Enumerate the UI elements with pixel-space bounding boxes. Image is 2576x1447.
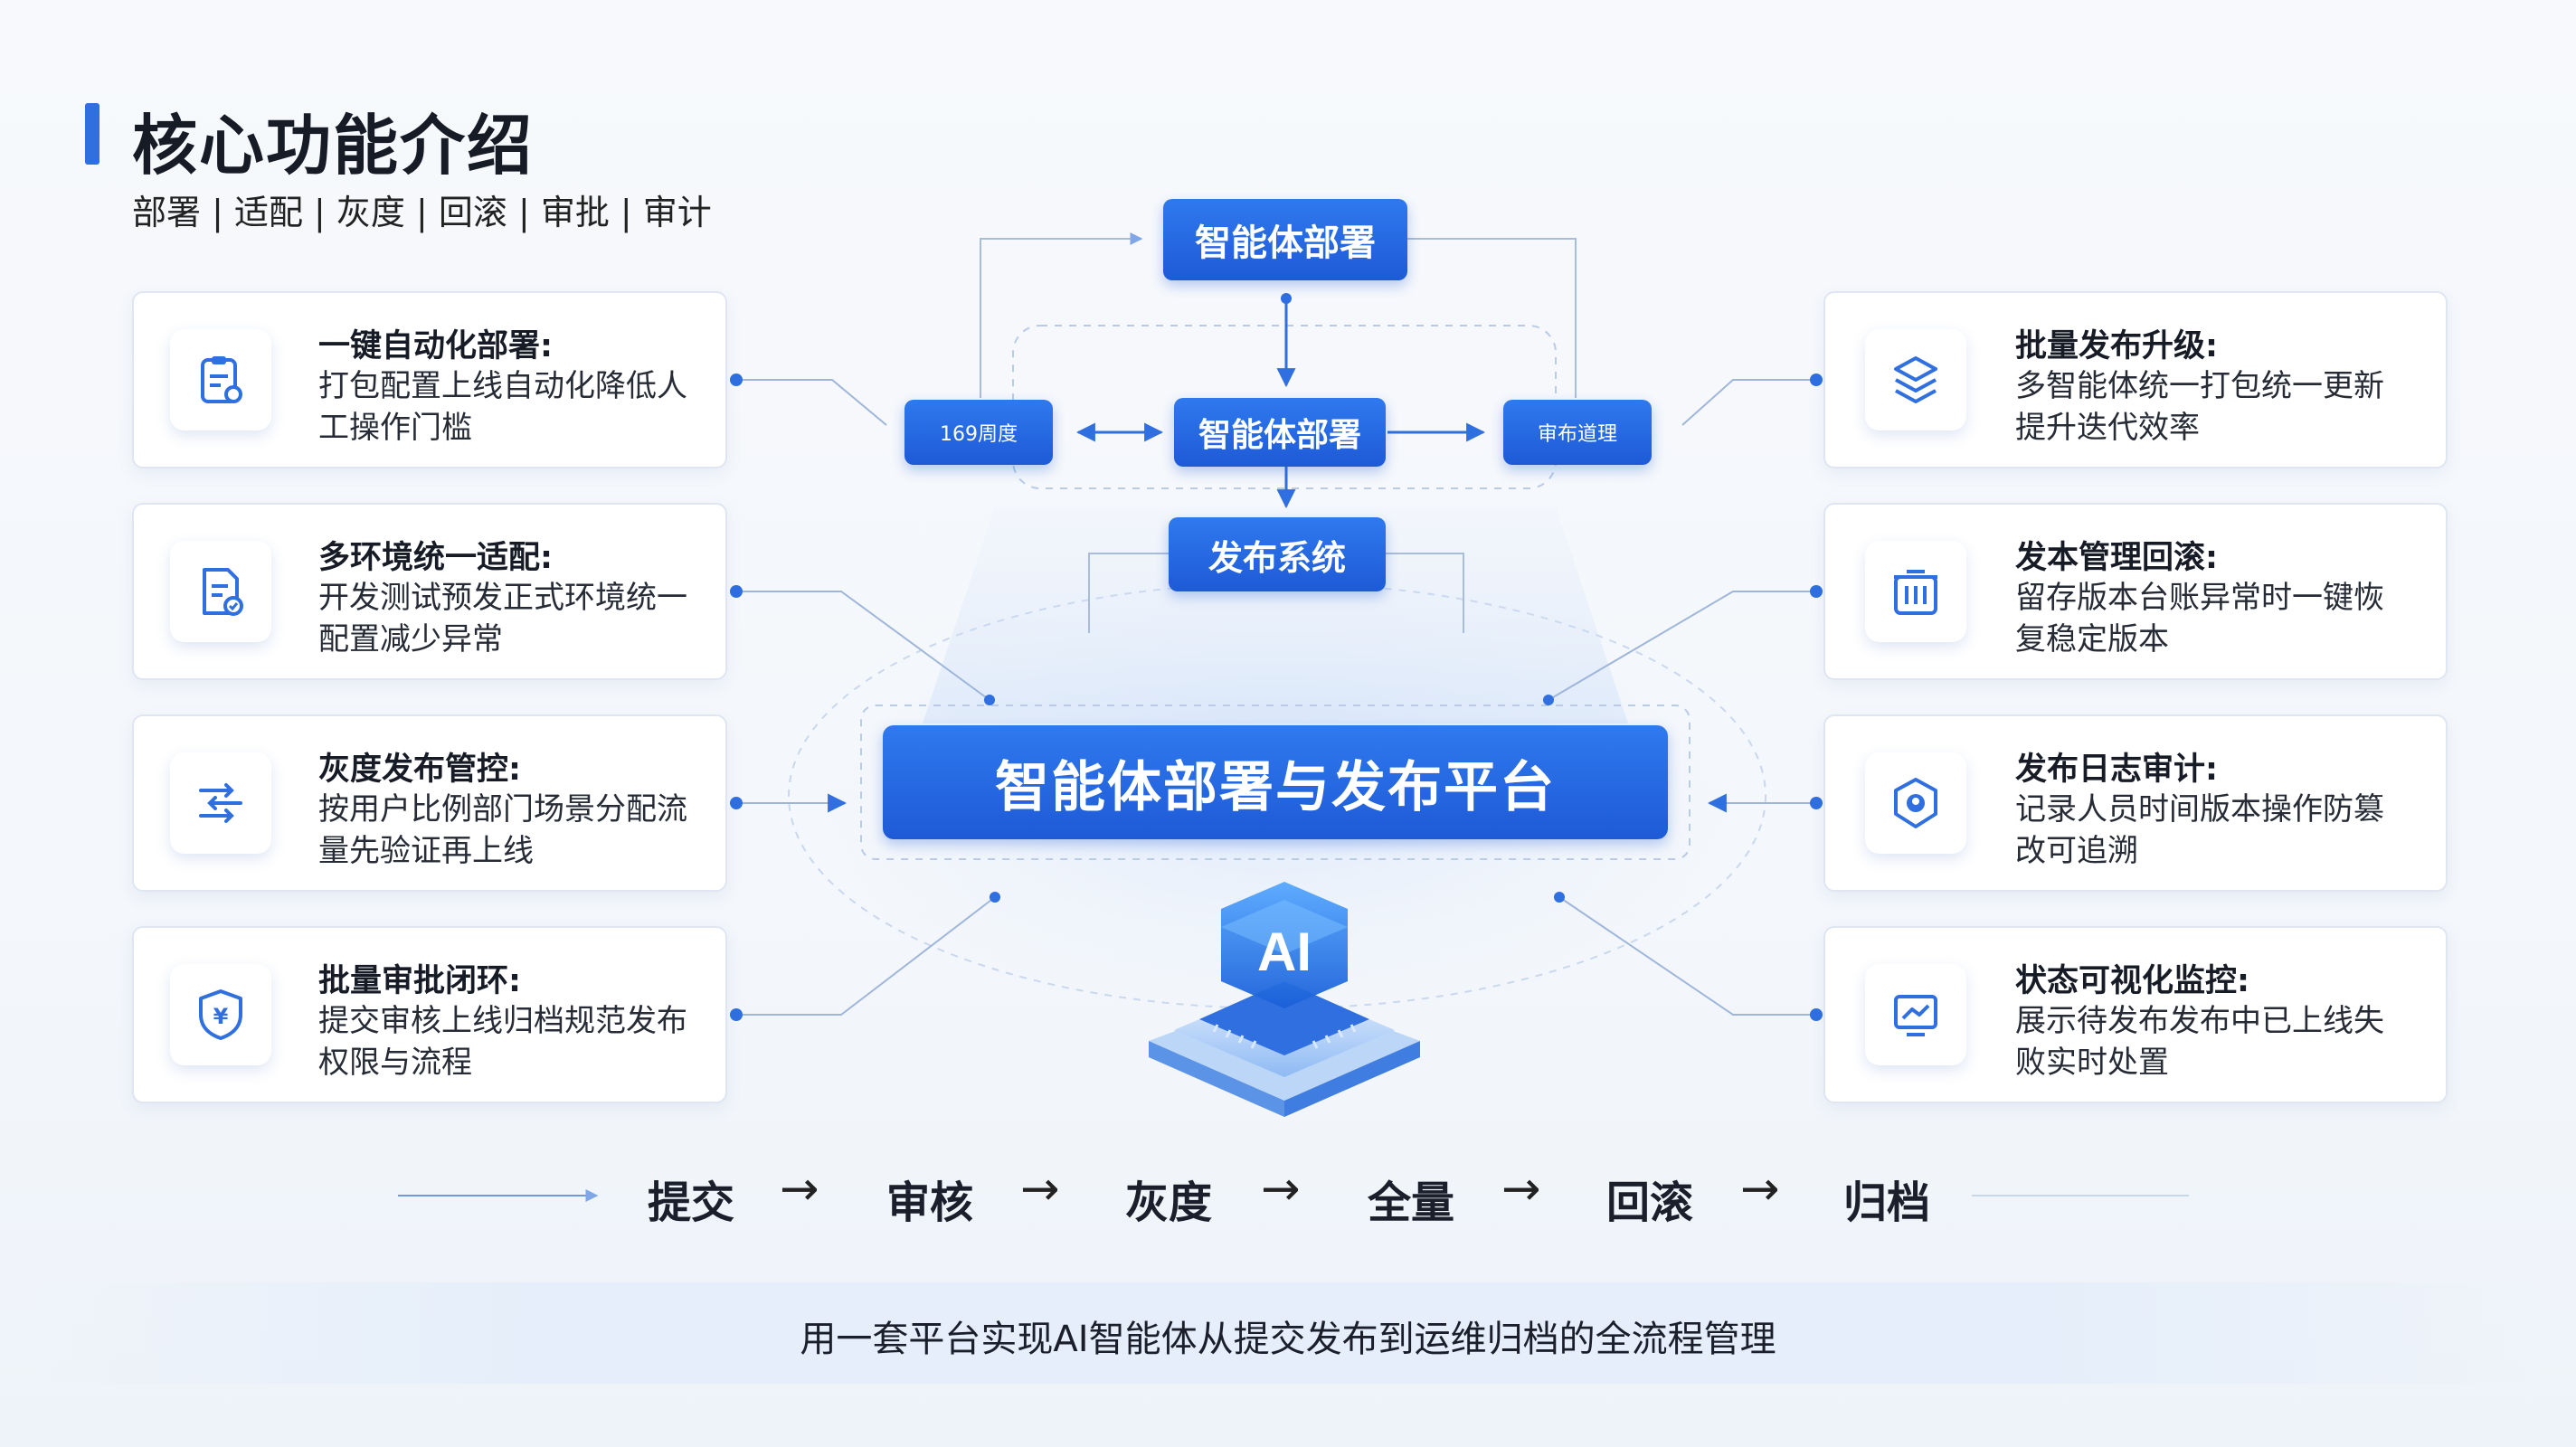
monitor-icon [1865,964,1966,1065]
flow-arrow: → [1740,1162,1780,1216]
flow-step-review: 审核 [886,1177,974,1228]
flow-arrow: → [1501,1162,1541,1216]
ai-chip-icon: AI [1149,882,1420,1117]
document-check-icon [170,541,271,642]
flow-step-archive: 归档 [1843,1177,1931,1228]
title-accent-bar [85,103,99,165]
card-description: 记录人员时间版本操作防篡改可追溯 [2015,791,2384,869]
chip-label: AI [1257,922,1312,982]
card-title: 一键自动化部署: [318,328,553,364]
card-title: 灰度发布管控: [318,752,521,788]
clipboard-icon [170,329,271,430]
footer-banner [36,1282,2540,1384]
card-title: 批量发布升级: [2015,328,2218,364]
top-deploy-node[interactable]: 智能体部署 [1163,199,1407,280]
card-description: 按用户比例部门场景分配流量先验证再上线 [318,791,687,869]
hexagon-icon [1865,752,1966,854]
flow-step-full: 全量 [1368,1177,1455,1228]
page-title: 核心功能介绍 [132,108,535,184]
flow-step-submit: 提交 [648,1177,735,1228]
card-title: 多环境统一适配: [318,540,553,576]
shield-icon: ¥ [170,964,271,1065]
card-description: 提交审核上线归档规范发布权限与流程 [318,1003,687,1081]
card-description: 开发测试预发正式环境统一配置减少异常 [318,580,687,657]
card-title: 批量审批闭环: [318,963,521,999]
feature-card-canary[interactable]: 灰度发布管控: 按用户比例部门场景分配流量先验证再上线 [132,714,727,892]
feature-card-auto-deploy[interactable]: 一键自动化部署: 打包配置上线自动化降低人工操作门槛 [132,291,727,468]
feature-card-audit[interactable]: 发布日志审计: 记录人员时间版本操作防篡改可追溯 [1823,714,2448,892]
flow-arrow: → [780,1162,819,1216]
card-description: 留存版本台账异常时一键恢复稳定版本 [2015,580,2384,657]
card-description: 多智能体统一打包统一更新提升迭代效率 [2015,368,2384,446]
feature-card-env-adapt[interactable]: 多环境统一适配: 开发测试预发正式环境统一配置减少异常 [132,503,727,680]
flow-arrow: → [1020,1162,1060,1216]
card-title: 发本管理回滚: [2015,540,2218,576]
flow-step-canary: 灰度 [1125,1177,1213,1228]
layers-icon [1865,329,1966,430]
footer-text: 用一套平台实现AI智能体从提交发布到运维归档的全流程管理 [800,1319,1776,1360]
feature-card-approval[interactable]: ¥ 批量审批闭环: 提交审核上线归档规范发布权限与流程 [132,926,727,1103]
feature-card-batch-release[interactable]: 批量发布升级: 多智能体统一打包统一更新提升迭代效率 [1823,291,2448,468]
platform-banner[interactable]: 智能体部署与发布平台 [883,725,1668,839]
left-cycle-node[interactable]: 169周度 [904,400,1053,465]
flow-arrow: → [1261,1162,1301,1216]
page-subtitle: 部署 | 适配 | 灰度 | 回滚 | 审批 | 审计 [132,193,712,232]
card-description: 打包配置上线自动化降低人工操作门槛 [318,368,687,446]
card-title: 状态可视化监控: [2015,963,2249,999]
card-description: 展示待发布发布中已上线失败实时处置 [2015,1003,2384,1081]
archive-icon [1865,541,1966,642]
mid-deploy-node[interactable]: 智能体部署 [1174,398,1386,467]
feature-card-monitor[interactable]: 状态可视化监控: 展示待发布发布中已上线失败实时处置 [1823,926,2448,1103]
traffic-split-icon [170,752,271,854]
publish-system-node[interactable]: 发布系统 [1169,517,1386,591]
flow-step-rollback: 回滚 [1606,1177,1694,1228]
feature-card-rollback[interactable]: 发本管理回滚: 留存版本台账异常时一键恢复稳定版本 [1823,503,2448,680]
svg-text:¥: ¥ [213,1004,229,1029]
card-title: 发布日志审计: [2015,752,2218,788]
right-process-node[interactable]: 审布道理 [1503,400,1652,465]
